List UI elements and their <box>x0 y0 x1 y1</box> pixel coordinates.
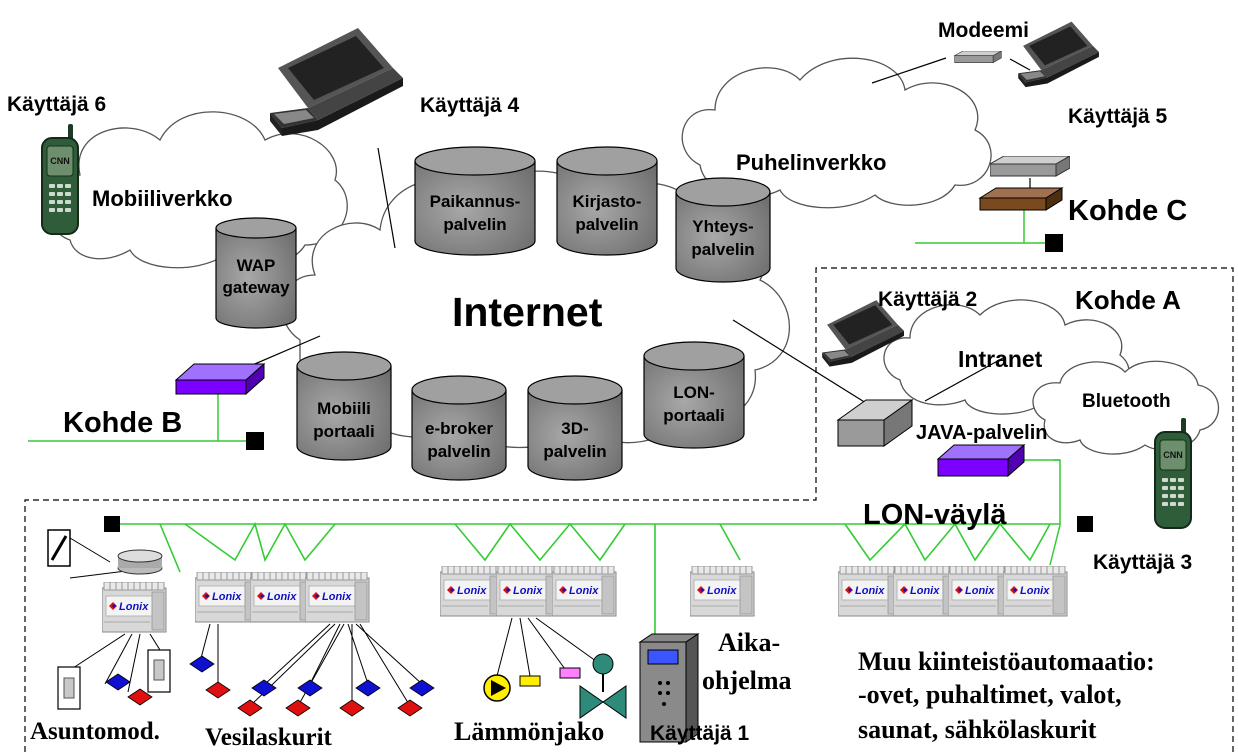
label-bluetooth: Bluetooth <box>1082 391 1171 412</box>
label-kayttaja6: Käyttäjä 6 <box>7 93 106 116</box>
kayttaja1-controller <box>638 633 700 743</box>
kohde-a-boundary <box>24 267 1234 752</box>
lonix-device <box>305 572 370 623</box>
room-units <box>47 529 171 710</box>
lonix-device <box>893 566 958 617</box>
label-lon-vayla: LON-väylä <box>863 499 1007 531</box>
label-kayttaja3: Käyttäjä 3 <box>1093 551 1192 574</box>
mobiili-label-1: Mobiili <box>317 399 371 418</box>
label-internet: Internet <box>452 289 603 335</box>
server-yhteys: Yhteys- palvelin <box>675 177 771 283</box>
lonix-device <box>552 566 617 617</box>
phone-kayttaja3-icon <box>1154 418 1192 529</box>
ebroker-label-1: e-broker <box>425 419 493 438</box>
lonix-asuntomod <box>102 582 167 633</box>
laptop-kayttaja5-icon <box>1018 21 1099 88</box>
label-java-palvelin: JAVA-palvelin <box>916 422 1048 444</box>
wap-label-2: gateway <box>222 278 290 297</box>
server-3d: 3D- palvelin <box>527 375 623 481</box>
server-wap: WAP gateway <box>215 217 297 329</box>
lon-label-2: portaali <box>663 406 724 425</box>
router-kohde-b <box>174 362 266 396</box>
label-modeemi: Modeemi <box>938 19 1029 42</box>
3d-label-2: palvelin <box>543 442 606 461</box>
label-asuntomod: Asuntomod. <box>30 718 160 745</box>
label-intranet: Intranet <box>958 346 1043 372</box>
lonix-device <box>690 566 755 617</box>
lonix-device <box>838 566 903 617</box>
paikannus-label-1: Paikannus- <box>430 192 521 211</box>
ebroker-label-2: palvelin <box>427 442 490 461</box>
label-kayttaja1: Käyttäjä 1 <box>650 722 750 745</box>
3d-label-1: 3D- <box>561 419 588 438</box>
lon-bus <box>112 521 1060 640</box>
modem-kohde-c <box>990 156 1070 177</box>
water-meters <box>105 655 435 717</box>
label-kohde-b: Kohde B <box>63 407 182 439</box>
label-muu-1: Muu kiinteistöautomaatio: <box>858 647 1155 676</box>
bluetooth-cloud <box>1032 360 1220 455</box>
modem-kayttaja5 <box>954 51 1002 64</box>
yhteys-label-1: Yhteys- <box>692 217 753 236</box>
label-mobiiliverkko: Mobiiliverkko <box>92 186 233 211</box>
lonix-device <box>1003 566 1068 617</box>
lonix-device <box>440 566 505 617</box>
paikannus-label-2: palvelin <box>443 215 506 234</box>
yhteys-label-2: palvelin <box>691 240 754 259</box>
label-kohde-a: Kohde A <box>1075 285 1181 315</box>
java-server-box <box>836 399 914 447</box>
label-kayttaja2: Käyttäjä 2 <box>878 288 977 311</box>
lonix-device <box>948 566 1013 617</box>
label-muu-3: saunat, sähkölaskurit <box>858 715 1097 744</box>
bus-terminators <box>104 234 1093 532</box>
wap-label-1: WAP <box>237 256 276 275</box>
label-muu-2: -ovet, puhaltimet, valot, <box>858 680 1122 709</box>
laptop-kayttaja4-icon <box>270 28 403 136</box>
lonix-devices <box>102 566 1068 633</box>
label-kayttaja4: Käyttäjä 4 <box>420 94 520 117</box>
router-java <box>936 443 1026 478</box>
mobiili-label-2: portaali <box>313 422 374 441</box>
server-mobiili: Mobiili portaali <box>296 351 392 461</box>
label-puhelinverkko: Puhelinverkko <box>736 150 886 175</box>
kirjasto-label-2: palvelin <box>575 215 638 234</box>
lonix-device <box>195 572 260 623</box>
kirjasto-label-1: Kirjasto- <box>573 192 642 211</box>
label-lammonjako: Lämmönjako <box>454 717 604 746</box>
network-links <box>235 57 1031 404</box>
phone-kayttaja6-icon <box>41 124 79 235</box>
label-kohde-c: Kohde C <box>1068 195 1187 227</box>
label-kayttaja5: Käyttäjä 5 <box>1068 105 1168 128</box>
label-vesilaskurit: Vesilaskurit <box>205 724 333 751</box>
lon-label-1: LON- <box>673 383 715 402</box>
label-aika-1: Aika- <box>718 628 780 657</box>
server-kirjasto: Kirjasto- palvelin <box>556 146 658 256</box>
green-wires <box>28 210 1061 566</box>
label-aika-2: ohjelma <box>702 666 792 695</box>
lonix-device <box>496 566 561 617</box>
server-ebroker: e-broker palvelin <box>411 375 507 481</box>
router-kohde-c <box>978 187 1064 211</box>
lonix-device <box>250 572 315 623</box>
puhelinverkko-cloud <box>681 57 992 209</box>
server-lon: LON- portaali <box>643 341 745 449</box>
server-paikannus: Paikannus- palvelin <box>414 146 536 256</box>
heat-distribution <box>483 653 627 719</box>
